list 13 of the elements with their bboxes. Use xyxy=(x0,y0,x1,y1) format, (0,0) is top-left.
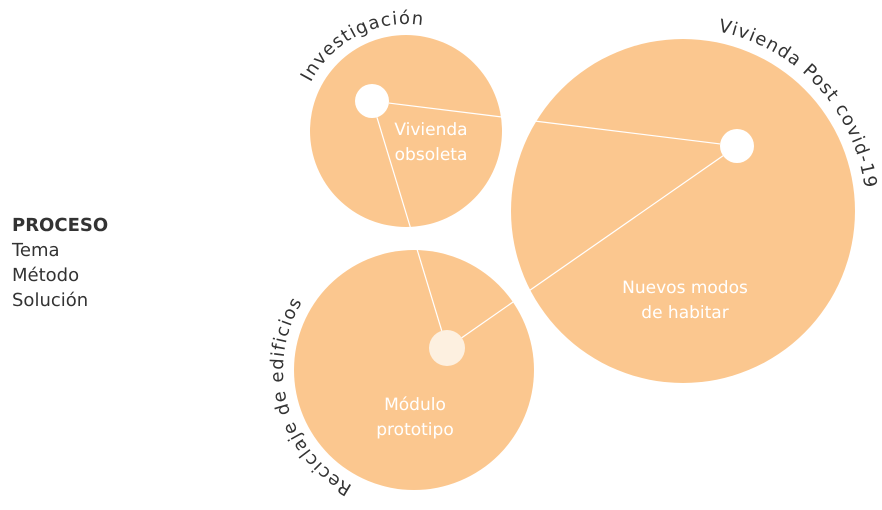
legend-heading: PROCESO xyxy=(12,214,108,238)
connector-line xyxy=(376,117,442,331)
point-circle xyxy=(355,84,389,118)
circle-label: Vivienda obsoleta xyxy=(393,119,469,167)
connector-line xyxy=(461,155,724,338)
circle-label: Nuevos modos de habitar xyxy=(621,277,749,325)
legend-item: Método xyxy=(12,264,80,288)
point-circle xyxy=(720,129,754,163)
point-circle xyxy=(429,330,465,366)
legend-item: Solución xyxy=(12,289,88,313)
connector-line xyxy=(388,102,720,145)
circle-label: Módulo prototipo xyxy=(375,394,455,442)
legend-item: Tema xyxy=(12,239,60,263)
